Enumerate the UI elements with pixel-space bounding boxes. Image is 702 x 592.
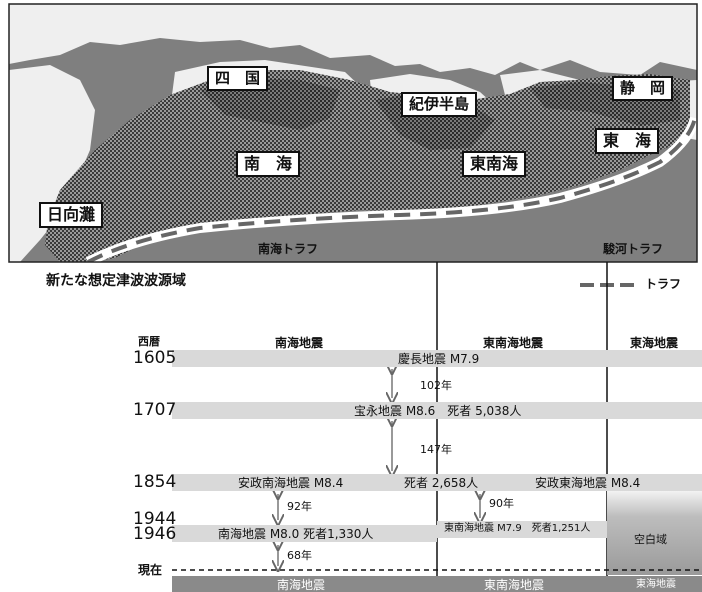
col-nankai: 南海地震	[275, 336, 324, 350]
bar-1854	[172, 474, 702, 491]
label-shikoku: 四 国	[207, 66, 269, 91]
year-now: 現在	[138, 563, 163, 577]
year-1946: 1946	[133, 524, 177, 544]
label-kii-peninsula: 紀伊半島	[401, 92, 478, 117]
tsunami-source-area	[45, 70, 690, 262]
footer-bar	[172, 576, 702, 592]
land-kyushu	[9, 65, 95, 262]
legend-new-source-area: 新たな想定津波波源域	[46, 273, 186, 289]
event-nankai-1946: 南海地震 M8.0 死者1,330人	[218, 527, 374, 541]
event-tonankai-1944: 東南海地震 M7.9 死者1,251人	[444, 523, 591, 534]
map-frame	[8, 3, 698, 263]
bar-1944-tonankai	[437, 521, 607, 538]
bar-1707	[172, 402, 702, 419]
interval-102: 102年	[420, 379, 452, 392]
label-nankai-trough: 南海トラフ	[258, 242, 319, 256]
footer-tokai: 東海地震	[636, 579, 676, 590]
col-tokai: 東海地震	[630, 336, 679, 350]
trough-line-dashed	[87, 117, 697, 262]
label-shizuoka: 静 岡	[612, 76, 674, 101]
year-1854: 1854	[133, 472, 177, 492]
label-tokai: 東 海	[595, 128, 660, 154]
tsunami-source-core	[200, 78, 340, 130]
bar-1605	[172, 350, 702, 367]
col-tonankai: 東南海地震	[483, 336, 544, 350]
label-suruga-trough: 駿河トラフ	[603, 242, 664, 256]
event-ansei-nankai: 安政南海地震 M8.4	[238, 476, 344, 490]
blank-zone-label: 空白域	[634, 533, 667, 546]
interval-90: 90年	[489, 497, 514, 510]
year-1605: 1605	[133, 348, 177, 368]
blank-zone	[607, 485, 702, 575]
interval-147: 147年	[420, 443, 452, 456]
year-1944: 1944	[133, 509, 177, 529]
event-keicho: 慶長地震 M7.9	[398, 352, 480, 366]
bar-1946-nankai	[172, 525, 437, 542]
era-header: 西暦	[138, 335, 160, 348]
footer-nankai: 南海地震	[277, 578, 326, 592]
year-1707: 1707	[133, 400, 177, 420]
event-ansei-tokai: 安政東海地震 M8.4	[535, 476, 641, 490]
footer-tonankai: 東南海地震	[484, 578, 545, 592]
label-nankai: 南 海	[236, 151, 301, 177]
interval-92: 92年	[287, 500, 312, 513]
land-honshu	[9, 4, 697, 75]
label-hyuganada: 日向灘	[39, 202, 104, 228]
legend-trough-label: トラフ	[645, 277, 682, 291]
legend-trough-icon	[580, 283, 638, 287]
event-hoei: 宝永地震 M8.6 死者 5,038人	[354, 404, 522, 418]
interval-68: 68年	[287, 549, 312, 562]
label-tonankai: 東南海	[462, 151, 527, 177]
event-ansei-deaths: 死者 2,658人	[404, 476, 479, 490]
